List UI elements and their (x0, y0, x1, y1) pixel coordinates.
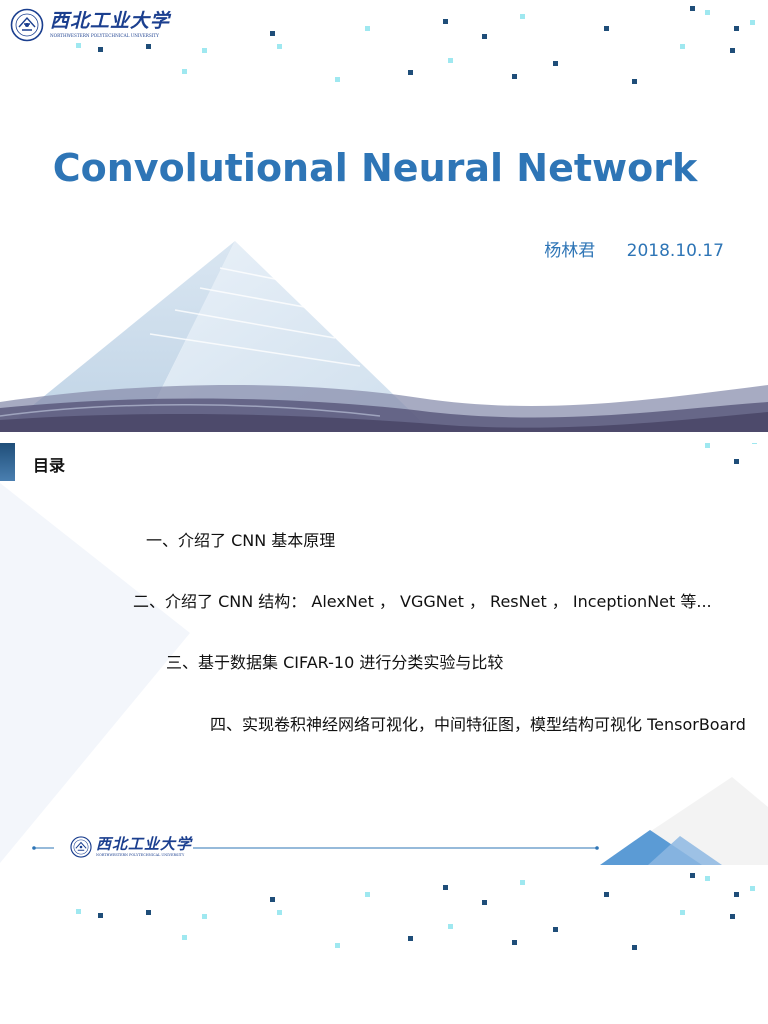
cover-slide: 西北工业大学 NORTHWESTERN POLYTECHNICAL UNIVER… (0, 0, 768, 432)
top-dot-pattern (76, 6, 755, 84)
footer-university-name-cn: 西北工业大学 (96, 834, 193, 853)
footer-divider (32, 846, 599, 850)
university-name-cn: 西北工业大学 (50, 9, 171, 32)
author-name: 杨林君 (544, 241, 596, 261)
author-date-line: 杨林君 2018.10.17 (544, 236, 724, 261)
university-seal-icon (10, 8, 44, 42)
background-decoration (0, 443, 768, 865)
bottom-dot-pattern (76, 873, 755, 950)
university-logo: 西北工业大学 NORTHWESTERN POLYTECHNICAL UNIVER… (10, 8, 170, 42)
outline-heading: 目录 (33, 456, 66, 475)
outline-item-2: 二、介绍了 CNN 结构： AlexNet ， VGGNet ， ResNet … (133, 592, 712, 611)
university-name-en: NORTHWESTERN POLYTECHNICAL UNIVERSITY (50, 32, 159, 38)
presentation-date: 2018.10.17 (626, 241, 724, 261)
outline-item-3: 三、基于数据集 CIFAR-10 进行分类实验与比较 (166, 653, 504, 672)
outline-item-1: 一、介绍了 CNN 基本原理 (146, 531, 336, 550)
outline-slide: 目录 一、介绍了 CNN 基本原理 二、介绍了 CNN 结构： AlexNet … (0, 443, 768, 1024)
footer-university-name-en: NORTHWESTERN POLYTECHNICAL UNIVERSITY (96, 852, 185, 857)
footer-university-logo: 西北工业大学 NORTHWESTERN POLYTECHNICAL UNIVER… (70, 836, 192, 858)
mountain-wave-graphic (0, 241, 768, 432)
presentation-title: Convolutional Neural Network (52, 146, 698, 190)
section-accent-bar (0, 443, 15, 481)
university-seal-icon (70, 836, 92, 858)
outline-item-4: 四、实现卷积神经网络可视化，中间特征图，模型结构可视化 TensorBoard (210, 715, 746, 734)
